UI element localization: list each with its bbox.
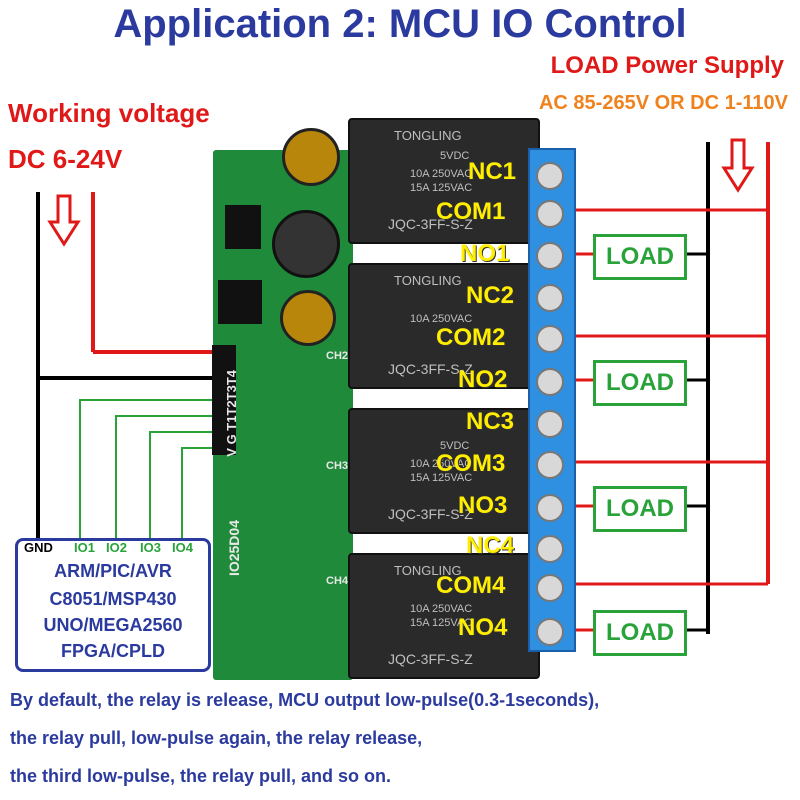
terminal-com2: COM2 [436, 324, 506, 351]
load-supply-spec: AC 85-265V OR DC 1-110V [538, 92, 788, 114]
mcu-line-1: ARM/PIC/AVR [54, 561, 172, 581]
relay-model: JQC-3FF-S-Z [388, 651, 473, 667]
ch3-label: CH3 [326, 460, 349, 472]
relay-model: JQC-3FF-S-Z [388, 216, 473, 232]
working-voltage-heading: Working voltage [8, 98, 210, 128]
io3-wire [149, 431, 218, 542]
io1-wire [79, 399, 218, 542]
screw-no1 [536, 242, 564, 270]
relay-rating-1: 10A 250VAC [410, 313, 473, 325]
supply-arrow-right [721, 138, 755, 193]
relay-2: TONGLING 10A 250VAC JQC-3FF-S-Z [348, 263, 540, 389]
relay-4: TONGLING 10A 250VAC 15A 125VAC JQC-3FF-S… [348, 553, 540, 679]
jumper-header [218, 280, 262, 324]
relay-1: TONGLING 5VDC 10A 250VAC 15A 125VAC JQC-… [348, 118, 540, 244]
screw-nc2 [536, 284, 564, 312]
footer-line-3: the third low-pulse, the relay pull, and… [10, 766, 392, 786]
screw-no2 [536, 368, 564, 396]
screw-com1 [536, 200, 564, 228]
screw-no3 [536, 494, 564, 522]
relay-brand: TONGLING [394, 128, 462, 143]
terminal-nc2: NC2 [466, 282, 515, 309]
working-voltage-spec: DC 6-24V [8, 144, 123, 174]
mcu-io4-label: IO4 [172, 540, 193, 555]
relay-rating-2: 15A 125VAC [410, 472, 473, 484]
relay-rating-2: 15A 125VAC [410, 182, 473, 194]
terminal-com4: COM4 [436, 572, 506, 599]
capacitor-1 [282, 128, 340, 186]
ic-chip [225, 205, 261, 249]
screw-nc3 [536, 410, 564, 438]
terminal-nc1: NC1 [468, 158, 517, 185]
load-1: LOAD [593, 234, 687, 280]
mcu-io3-label: IO3 [140, 540, 161, 555]
screw-nc1 [536, 162, 564, 190]
mcu-gnd-label: GND [24, 540, 53, 555]
ch4-label: CH4 [326, 575, 349, 587]
relay-model: JQC-3FF-S-Z [388, 361, 473, 377]
relay-rating-1: 10A 250VAC [410, 168, 473, 180]
relay-voltage: 5VDC [440, 440, 470, 452]
footer-line-2: the relay pull, low-pulse again, the rel… [10, 728, 423, 748]
load-3: LOAD [593, 486, 687, 532]
screw-nc4 [536, 535, 564, 563]
screw-com4 [536, 574, 564, 602]
relay-brand: TONGLING [394, 563, 462, 578]
terminal-no2: NO2 [458, 366, 508, 393]
mcu-io2-label: IO2 [106, 540, 127, 555]
terminal-nc4: NC4 [466, 532, 515, 559]
mcu-line-4: FPGA/CPLD [60, 641, 165, 661]
io2-wire [115, 415, 218, 542]
terminal-com1: COM1 [436, 198, 506, 225]
mcu-io1-label: IO1 [74, 540, 95, 555]
relay-rating-1: 10A 250VAC [410, 458, 473, 470]
inductor [272, 210, 340, 278]
relay-rating-1: 10A 250VAC [410, 603, 473, 615]
terminal-nc3: NC3 [466, 408, 515, 435]
supply-arrow-left [47, 194, 81, 247]
page-title: Application 2: MCU IO Control [113, 2, 687, 46]
load-2: LOAD [593, 360, 687, 406]
io4-wire [181, 447, 218, 542]
terminal-no1: NO1 [460, 240, 510, 267]
capacitor-2 [280, 290, 336, 346]
screw-com3 [536, 451, 564, 479]
board-model-label: IO25D04 [226, 520, 242, 577]
mcu-line-3: UNO/MEGA2560 [43, 615, 183, 635]
terminal-no4: NO4 [458, 614, 508, 641]
board-pin-labels: V G T1T2T3T4 [224, 370, 239, 457]
relay-rating-2: 15A 125VAC [410, 617, 473, 629]
terminal-no3: NO3 [458, 492, 508, 519]
ch2-label: CH2 [326, 350, 349, 362]
pin-header [212, 345, 236, 455]
screw-no4 [536, 618, 564, 646]
mcu-box: GND IO1 IO2 IO3 IO4 ARM/PIC/AVR C8051/MS… [15, 538, 211, 672]
footer-line-1: By default, the relay is release, MCU ou… [10, 690, 600, 710]
relay-brand: TONGLING [394, 273, 462, 288]
mcu-line-2: C8051/MSP430 [49, 589, 177, 609]
load-4: LOAD [593, 610, 687, 656]
relay-voltage: 5VDC [440, 150, 470, 162]
relay-model: JQC-3FF-S-Z [388, 506, 473, 522]
terminal-block [528, 148, 576, 652]
load-supply-heading: LOAD Power Supply [550, 52, 784, 79]
terminal-com3: COM3 [436, 450, 506, 477]
relay-3: 5VDC 10A 250VAC 15A 125VAC JQC-3FF-S-Z [348, 408, 540, 534]
screw-com2 [536, 325, 564, 353]
